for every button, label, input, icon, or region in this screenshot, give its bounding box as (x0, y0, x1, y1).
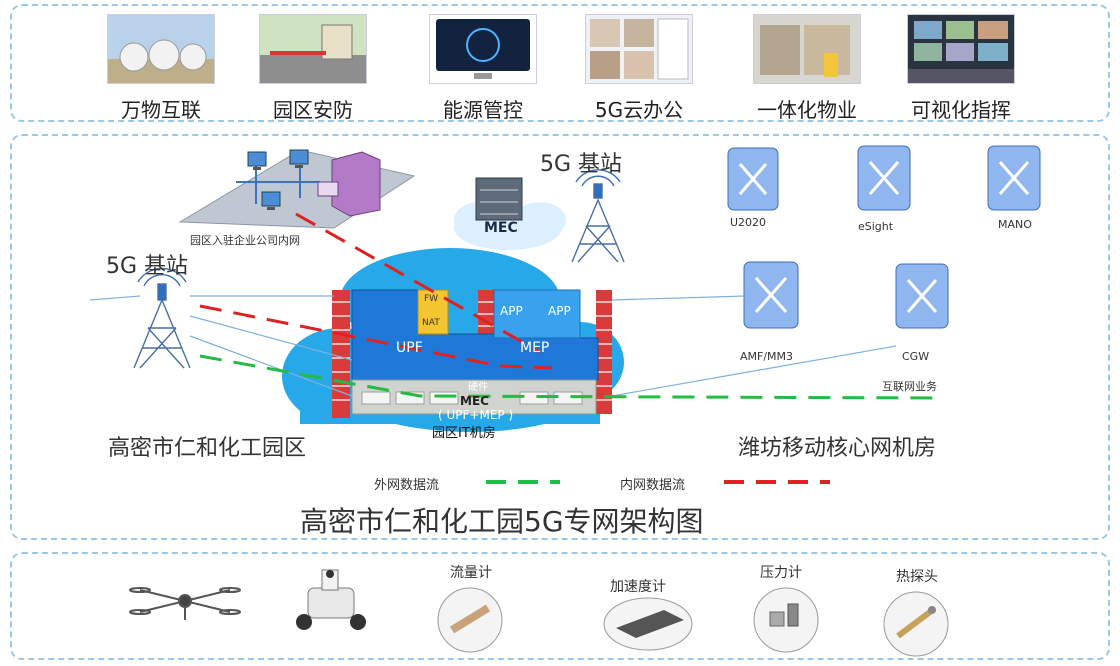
app-label: 万物互联 (121, 98, 201, 122)
nat-label: NAT (422, 318, 440, 328)
app-cloud-office: 5G云办公 (584, 14, 694, 123)
app2-label: APP (548, 304, 571, 318)
mec-box-label: MEC (460, 394, 489, 408)
campus-name-label: 高密市仁和化工园区 (108, 436, 307, 461)
tanks-photo-icon (107, 14, 215, 84)
app-label: 园区安防 (273, 98, 353, 122)
accelerometer-label: 加速度计 (610, 579, 666, 595)
legend-int-label: 内网数据流 (620, 478, 686, 493)
video-meeting-photo-icon (585, 14, 693, 84)
control-room-photo-icon (907, 14, 1015, 84)
patrol-robot-icon (296, 569, 366, 630)
pc-icon (261, 191, 281, 210)
esight-label: eSight (858, 220, 894, 233)
top-applications-panel (10, 4, 1110, 122)
u2020-label: U2020 (730, 216, 767, 229)
server-tower-icon (317, 151, 381, 217)
sensors-panel (10, 552, 1110, 660)
amf-label: AMF/MM3 (740, 350, 794, 363)
app-property: 一体化物业 (752, 14, 862, 123)
monitor-photo-icon (429, 14, 537, 84)
pc-icon (289, 149, 309, 168)
internet-label: 互联网业务 (882, 380, 937, 393)
cgw-label: CGW (902, 350, 930, 363)
drone-icon (129, 587, 241, 620)
base-station-top-icon (571, 169, 625, 263)
mec-cloud-label: MEC (484, 220, 518, 236)
mec-cloud-icon (454, 177, 566, 250)
it-room-label: 园区IT机房 (432, 426, 496, 441)
pressure-label: 压力计 (760, 565, 802, 581)
mano-label: MANO (998, 218, 1032, 231)
app-security: 园区安防 (258, 14, 368, 123)
station-top-label: 5G 基站 (540, 152, 623, 177)
upf-mep-label: ( UPF+MEP ) (438, 408, 514, 422)
upf-label: UPF (396, 340, 423, 356)
app-energy: 能源管控 (428, 14, 538, 123)
flow-meter-label: 流量计 (450, 565, 492, 581)
warehouse-photo-icon (753, 14, 861, 84)
base-station-left-icon (133, 267, 191, 369)
mep-label: MEP (520, 340, 550, 356)
app-label: 5G云办公 (594, 98, 684, 122)
amf-server-icon (743, 261, 799, 329)
cgw-server-icon (895, 263, 949, 329)
legend-ext-label: 外网数据流 (374, 478, 440, 493)
thermal-label: 热探头 (896, 569, 938, 585)
app-label: 可视化指挥 (911, 98, 1011, 122)
app-box (493, 289, 581, 339)
station-left-label: 5G 基站 (106, 254, 189, 279)
firewall-right-icon (596, 290, 612, 414)
esight-server-icon (857, 145, 911, 211)
app-iot: 万物互联 (106, 14, 216, 123)
architecture-panel (10, 134, 1110, 540)
hardware-label: 硬件 (468, 382, 488, 393)
thermal-probe-icon (883, 591, 949, 657)
gate-photo-icon (259, 14, 367, 84)
core-room-label: 潍坊移动核心网机房 (738, 436, 937, 461)
app-label: 能源管控 (443, 98, 523, 122)
campus-lan-label: 园区入驻企业公司内网 (190, 234, 300, 247)
app-label: 一体化物业 (757, 98, 857, 122)
pressure-gauge-icon (753, 587, 819, 653)
accelerometer-icon (603, 597, 693, 651)
firewall-left-icon (332, 290, 350, 418)
app1-label: APP (500, 304, 523, 318)
flow-meter-icon (437, 587, 503, 653)
mano-server-icon (987, 145, 1041, 211)
pc-icon (247, 151, 267, 170)
diagram-title: 高密市仁和化工园5G专网架构图 (300, 505, 704, 538)
fw-nat-box (417, 289, 449, 335)
u2020-server-icon (727, 147, 779, 211)
app-command: 可视化指挥 (906, 14, 1016, 123)
fw-label: FW (424, 294, 439, 304)
